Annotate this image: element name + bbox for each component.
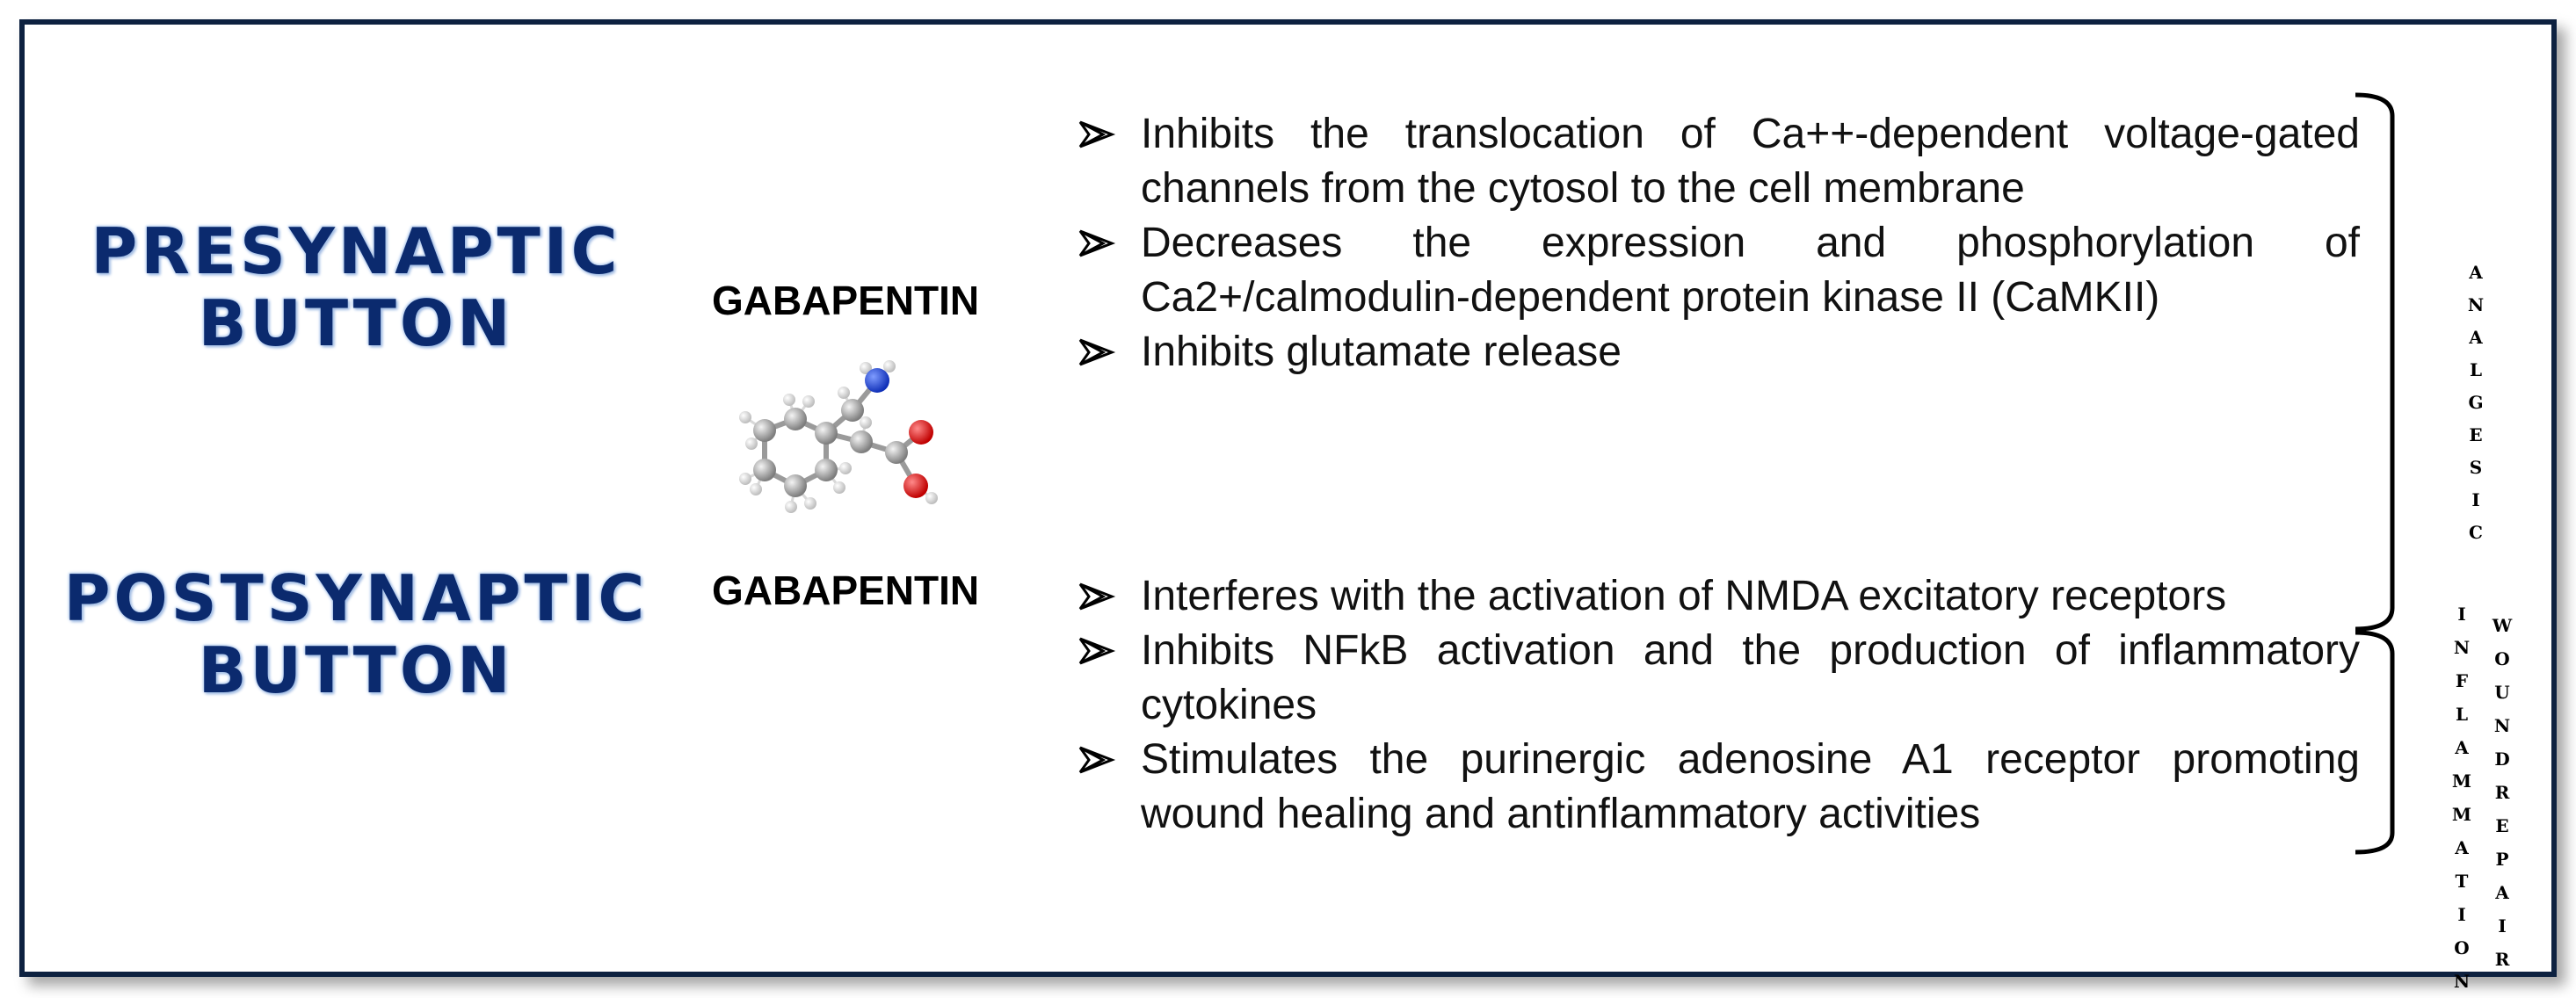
effect-item: Inhibits NFkB activation and the product… — [1077, 624, 2360, 733]
vertical-letter: A — [2469, 327, 2483, 348]
vertical-letter: L — [2455, 704, 2469, 725]
effect-text: Inhibits the translocation of Ca++-depen… — [1141, 111, 2360, 212]
arrow-bullet-icon — [1078, 338, 1116, 366]
vertical-letter: A — [2455, 837, 2469, 858]
presynaptic-effects-list: Inhibits the translocation of Ca++-depen… — [1077, 107, 2360, 380]
effect-text: Stimulates the purinergic adenosine A1 r… — [1141, 736, 2360, 837]
presynaptic-drug-label: GABAPENTIN — [712, 278, 980, 323]
vertical-letter: O — [2454, 937, 2470, 958]
vertical-letter: I — [2498, 915, 2507, 937]
vertical-letter: L — [2469, 359, 2483, 380]
vertical-letter: U — [2494, 682, 2510, 703]
postsynaptic-title-line-1: POSTSYNAPTIC — [63, 561, 649, 635]
postsynaptic-effects-list: Interferes with the activation of NMDA e… — [1077, 569, 2360, 842]
vertical-letter: N — [2453, 637, 2471, 658]
arrow-bullet-icon — [1078, 120, 1116, 148]
vertical-letter: G — [2468, 392, 2484, 413]
vertical-letter: A — [2455, 737, 2469, 758]
vertical-letter: A — [2469, 262, 2483, 283]
vertical-letter: P — [2495, 849, 2509, 870]
postsynaptic-drug-label: GABAPENTIN — [712, 568, 980, 613]
postsynaptic-title: POSTSYNAPTIC BUTTON — [48, 562, 664, 706]
vertical-letter: R — [2494, 782, 2510, 803]
effect-item: Inhibits the translocation of Ca++-depen… — [1077, 107, 2360, 216]
vertical-letter: N — [2453, 971, 2471, 992]
vertical-letter: I — [2457, 904, 2466, 925]
vertical-letter: I — [2457, 604, 2466, 625]
presynaptic-title: PRESYNAPTIC BUTTON — [75, 215, 637, 359]
vertical-letter: C — [2469, 522, 2483, 543]
vertical-letter: I — [2471, 489, 2480, 510]
vertical-letter: W — [2492, 615, 2513, 636]
vertical-letter: E — [2495, 815, 2509, 836]
inflammation-bracket — [2355, 630, 2395, 855]
molecule-oxygen-atom — [903, 474, 928, 498]
arrow-bullet-icon — [1078, 746, 1116, 774]
molecule-hydrogen-atoms — [739, 360, 938, 513]
vertical-letter: N — [2467, 294, 2485, 315]
figure-frame — [19, 19, 2557, 977]
arrow-bullet-icon — [1078, 229, 1116, 257]
effect-text: Decreases the expression and phosphoryla… — [1141, 220, 2360, 321]
molecule-carbon-atoms — [753, 399, 908, 497]
molecule-nitrogen-atom — [865, 368, 889, 393]
effect-item: Decreases the expression and phosphoryla… — [1077, 216, 2360, 325]
analgesic-bracket — [2355, 92, 2395, 632]
arrow-bullet-icon — [1078, 582, 1116, 611]
vertical-letter: T — [2455, 871, 2469, 892]
vertical-letter: F — [2455, 670, 2469, 691]
effect-item: Interferes with the activation of NMDA e… — [1077, 569, 2360, 624]
postsynaptic-title-line-2: BUTTON — [198, 633, 514, 708]
effect-text: Inhibits NFkB activation and the product… — [1141, 627, 2360, 728]
vertical-letter: R — [2494, 949, 2510, 970]
vertical-letter: D — [2494, 748, 2510, 770]
vertical-letter: E — [2469, 424, 2483, 445]
vertical-letter: O — [2494, 648, 2510, 669]
effect-item: Inhibits glutamate release — [1077, 325, 2360, 380]
effect-item: Stimulates the purinergic adenosine A1 r… — [1077, 733, 2360, 842]
presynaptic-title-line-2: BUTTON — [198, 286, 514, 361]
vertical-letter: N — [2493, 715, 2511, 736]
presynaptic-title-line-1: PRESYNAPTIC — [91, 214, 621, 288]
arrow-bullet-icon — [1078, 637, 1116, 665]
vertical-letter: M — [2451, 770, 2472, 792]
effect-text: Inhibits glutamate release — [1141, 329, 1622, 375]
molecule-oxygen-atom — [909, 420, 933, 445]
gabapentin-molecule-model — [739, 360, 938, 513]
vertical-letter: S — [2469, 457, 2483, 478]
vertical-letter: M — [2451, 804, 2472, 825]
effect-text: Interferes with the activation of NMDA e… — [1141, 573, 2227, 619]
vertical-letter: A — [2495, 882, 2509, 903]
